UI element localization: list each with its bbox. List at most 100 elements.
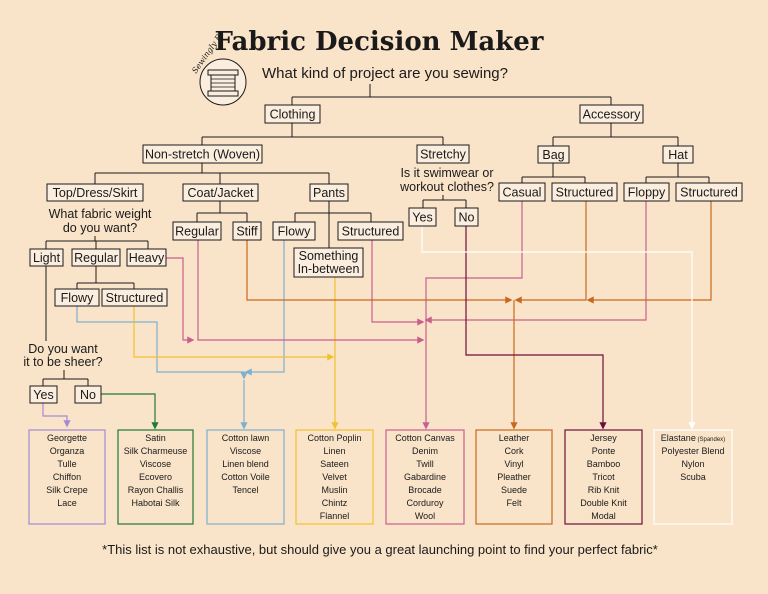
node-hat-box xyxy=(662,145,694,164)
fabric-item: Flannel xyxy=(320,511,350,521)
node-coat-regular: Regular xyxy=(175,225,219,239)
fabric-box-lightweight xyxy=(206,429,285,525)
question-weight-line1: What fabric weight xyxy=(49,207,152,221)
node-heavy: Heavy xyxy=(129,251,165,265)
fabric-item: Tencel xyxy=(232,485,258,495)
node-pants-box xyxy=(309,183,349,202)
fabric-item: Gabardine xyxy=(404,472,446,482)
node-coat-jacket: Coat/Jacket xyxy=(187,186,254,200)
node-bag-structured: Structured xyxy=(556,186,614,200)
node-pants-structured: Structured xyxy=(342,225,400,239)
page-title: Fabric Decision Maker xyxy=(214,27,543,57)
fabric-boxes xyxy=(28,429,733,525)
fabric-item: Pleather xyxy=(497,472,531,482)
question-swimwear-line1: Is it swimwear or xyxy=(400,166,493,180)
node-stretchy-box xyxy=(416,144,470,164)
fabric-item: Georgette xyxy=(47,433,87,443)
fabric-item: Corduroy xyxy=(406,498,444,508)
fabric-item: Tricot xyxy=(592,472,615,482)
node-non-stretch-box xyxy=(142,144,263,164)
node-bag-structured-box xyxy=(551,182,618,202)
node-floppy-box xyxy=(623,182,670,202)
fabric-item: Brocade xyxy=(408,485,442,495)
node-hat-structured: Structured xyxy=(680,186,738,200)
node-regular: Regular xyxy=(74,251,118,265)
fabric-item: Cotton lawn xyxy=(222,433,270,443)
node-in-between-line1: Something xyxy=(299,249,359,263)
node-pants-flowy: Flowy xyxy=(278,225,311,239)
question-sheer-line1: Do you want xyxy=(28,342,98,356)
fabric-box-leather xyxy=(475,429,553,525)
fabric-item: Bamboo xyxy=(587,459,621,469)
fabric-item: Organza xyxy=(50,446,85,456)
fabric-box-drapey xyxy=(117,429,194,525)
node-flowy-box xyxy=(54,288,100,307)
fabric-item: Elastane (Spandex) xyxy=(661,433,725,443)
fabric-item: Chiffon xyxy=(53,472,81,482)
fabric-item: Tulle xyxy=(57,459,76,469)
fabric-item: Jersey xyxy=(590,433,617,443)
fabric-item: Denim xyxy=(412,446,438,456)
node-flowy: Flowy xyxy=(61,291,94,305)
node-stiff: Stiff xyxy=(236,225,258,239)
fabric-item: Felt xyxy=(506,498,522,508)
node-bag: Bag xyxy=(542,148,564,162)
node-stiff-box xyxy=(232,221,262,241)
fabric-item: Cotton Poplin xyxy=(307,433,361,443)
fabric-box-medium xyxy=(295,429,374,525)
node-coat-jacket-box xyxy=(182,183,259,202)
fabric-item: Satin xyxy=(145,433,166,443)
node-floppy: Floppy xyxy=(628,186,666,200)
fabric-item: Sateen xyxy=(320,459,349,469)
fabric-item: Rib Knit xyxy=(588,485,620,495)
fabric-item: Scuba xyxy=(680,472,706,482)
node-in-between-line2: In-between xyxy=(298,262,360,276)
fabric-item: Modal xyxy=(591,511,616,521)
fabric-box-sheer xyxy=(28,429,106,525)
node-swim-no-box xyxy=(454,207,479,227)
node-sheer-yes-box xyxy=(29,385,58,404)
node-pants: Pants xyxy=(313,186,345,200)
node-light: Light xyxy=(33,251,61,265)
fabric-item: Ponte xyxy=(592,446,616,456)
fabric-item: Viscose xyxy=(230,446,261,456)
fabric-item: Viscose xyxy=(140,459,171,469)
node-non-stretch: Non-stretch (Woven) xyxy=(145,148,260,162)
fabric-item: Nylon xyxy=(681,459,704,469)
node-structured: Structured xyxy=(106,291,164,305)
node-swim-no: No xyxy=(459,211,475,225)
node-heavy-box xyxy=(126,248,167,267)
node-pants-flowy-box xyxy=(272,221,316,241)
node-structured-box xyxy=(101,288,168,307)
node-sheer-no: No xyxy=(80,388,96,402)
node-swim-yes: Yes xyxy=(412,211,432,225)
fabric-item: Chintz xyxy=(322,498,348,508)
fabric-item: Habotai Silk xyxy=(131,498,180,508)
fabric-item: Suede xyxy=(501,485,527,495)
fabric-item: Linen xyxy=(323,446,345,456)
node-accessory: Accessory xyxy=(583,108,641,122)
node-hat: Hat xyxy=(668,148,688,162)
node-in-between-box xyxy=(293,247,364,278)
fabric-item: Velvet xyxy=(322,472,347,482)
node-bag-box xyxy=(537,145,570,164)
node-coat-regular-box xyxy=(172,221,222,241)
fabric-item: Ecovero xyxy=(139,472,172,482)
fabric-item: Silk Crepe xyxy=(46,485,88,495)
fabric-item: Cork xyxy=(504,446,524,456)
fabric-item: Wool xyxy=(415,511,435,521)
footnote: *This list is not exhaustive, but should… xyxy=(102,542,658,557)
node-clothing-box xyxy=(264,104,321,124)
fabric-box-swim xyxy=(653,429,733,525)
node-accessory-box xyxy=(579,104,644,124)
node-casual-box xyxy=(498,182,546,202)
fabric-item: Cotton Voile xyxy=(221,472,270,482)
fabric-item: Rayon Challis xyxy=(128,485,184,495)
node-sheer-no-box xyxy=(74,385,102,404)
fabric-box-heavy xyxy=(385,429,465,525)
node-top-dress-skirt: Top/Dress/Skirt xyxy=(53,186,138,200)
node-stretchy: Stretchy xyxy=(420,148,467,162)
fabric-item: Double Knit xyxy=(580,498,627,508)
fabric-item: Vinyl xyxy=(504,459,523,469)
